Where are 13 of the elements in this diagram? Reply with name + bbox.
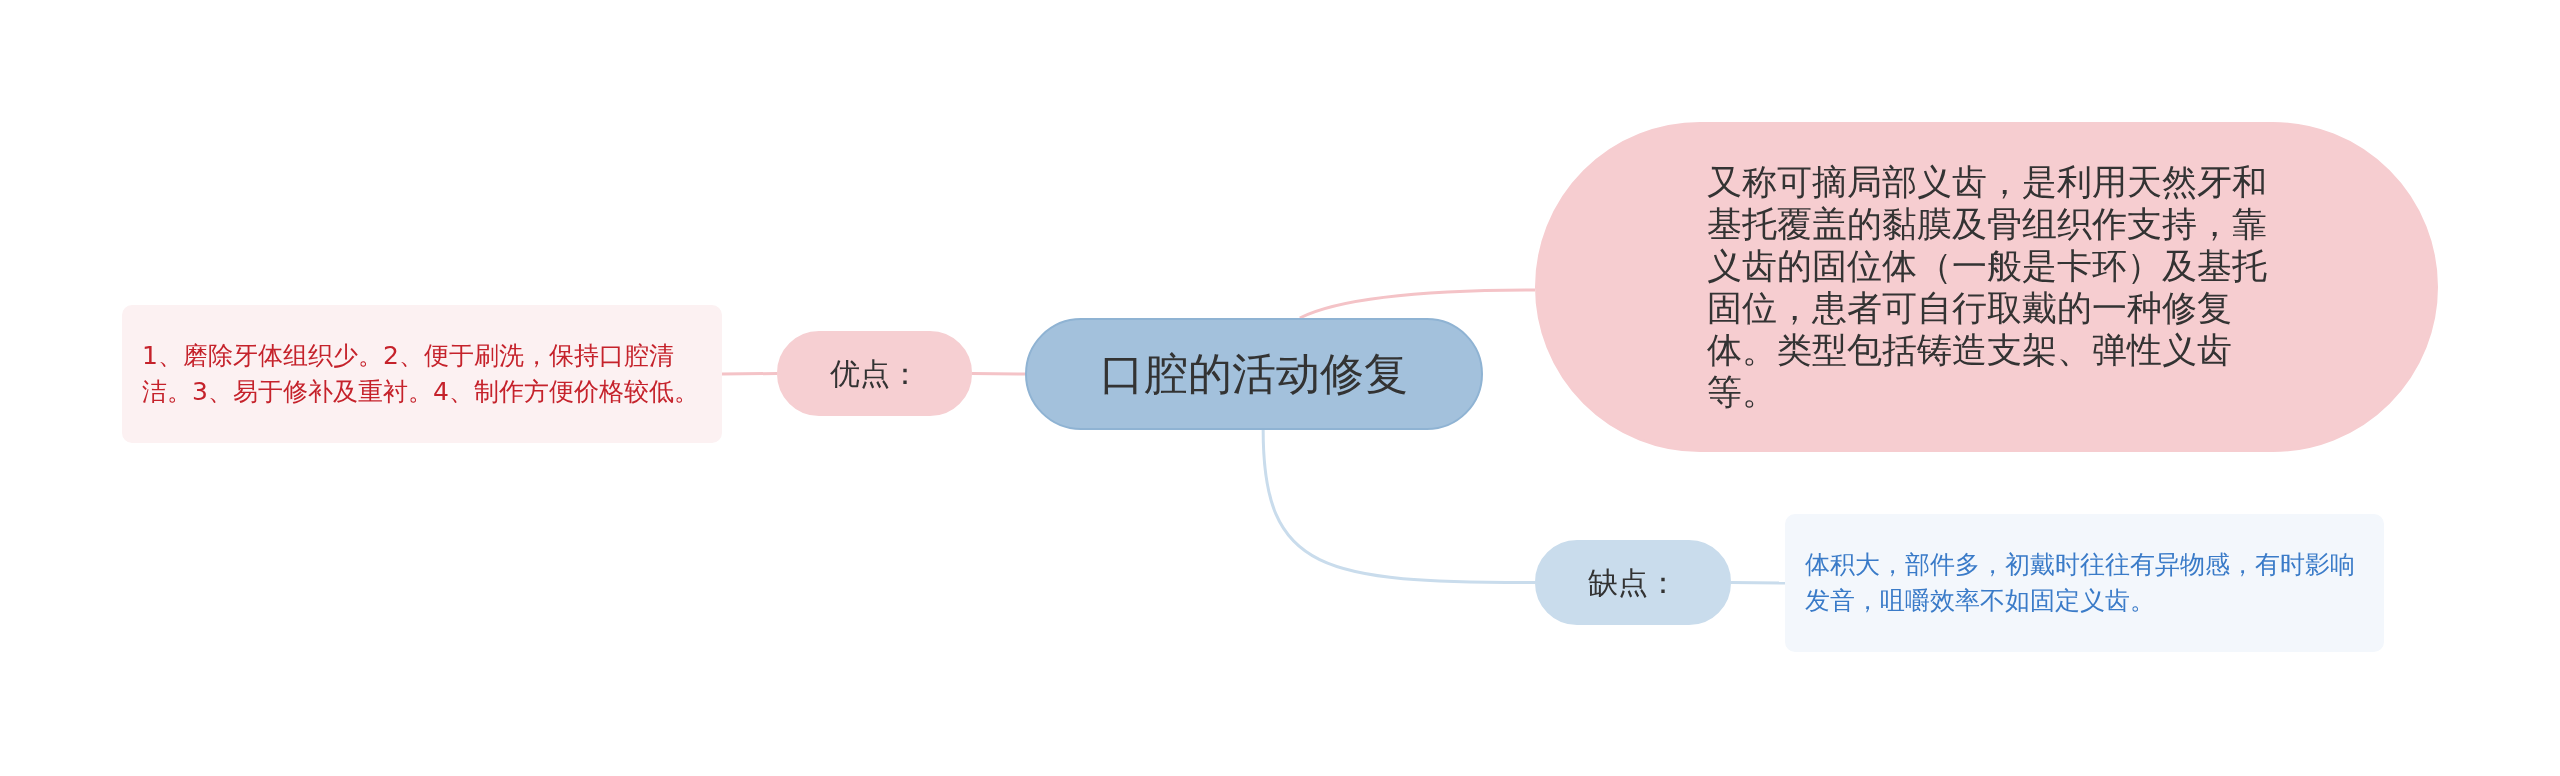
topic-text: 1、磨除牙体组织少。2、便于刷洗，保持口腔清洁。3、易于修补及重衬。4、制作方便价格较低。: [142, 340, 700, 408]
topic-text: 体积大，部件多，初戴时往往有异物感，有时影响发音，咀嚼效率不如固定义齿。: [1804, 549, 2356, 617]
connector-line: [1261, 429, 1535, 584]
topic-text: 缺点：: [1587, 564, 1679, 602]
connector-line: [1299, 288, 1535, 320]
topic-text: 又称可摘局部义齿，是利用天然牙和基托覆盖的黏膜及骨组织作支持，靠义齿的固位体（一般是卡环）及基托固位，患者可自行取戴的一种修复体。类型包括铸造支架、弹性义齿等。: [1706, 161, 2267, 413]
connector-line: [1731, 581, 1785, 585]
note-text: [1785, 514, 2384, 652]
connector-line: [722, 372, 777, 376]
topic-text: 口腔的活动修复: [1099, 347, 1409, 402]
note-text: [122, 305, 722, 443]
topic-text: 优点：: [828, 355, 921, 393]
connector-line: [972, 372, 1025, 376]
